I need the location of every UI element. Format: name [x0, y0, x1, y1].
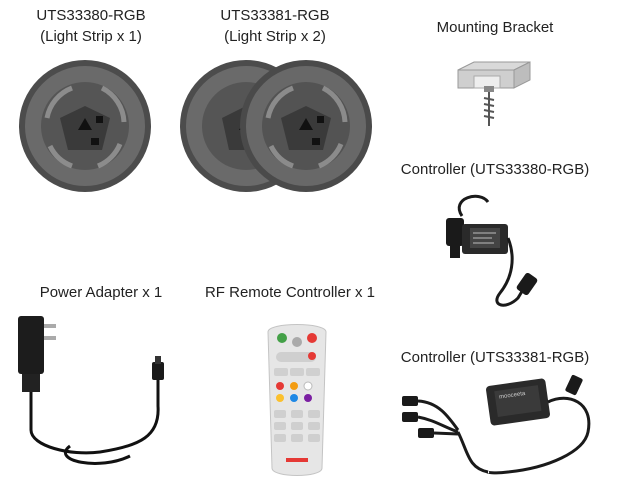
light-strip-reel-1: [19, 60, 151, 192]
controller2-image: mooceeta: [402, 374, 591, 475]
controller1-label: Controller (UTS33380-RGB): [400, 161, 590, 178]
reel-front: [240, 60, 372, 192]
strip2-qty-label: (Light Strip x 2): [224, 28, 326, 45]
bracket-label: Mounting Bracket: [436, 19, 554, 36]
strip2-model-label: UTS33381-RGB: [220, 7, 330, 24]
remote-label: RF Remote Controller x 1: [204, 284, 376, 301]
rf-remote-image: [267, 324, 327, 476]
controller2-brand-text: mooceeta: [499, 391, 527, 401]
light-strip-reel-pair: [180, 60, 372, 192]
power-adapter-image: [18, 316, 164, 465]
adapter-label: Power Adapter x 1: [39, 284, 163, 301]
strip1-model-label: UTS33380-RGB: [36, 7, 146, 24]
controller1-image: [446, 194, 538, 307]
strip1-qty-label: (Light Strip x 1): [40, 28, 142, 45]
controller2-label: Controller (UTS33381-RGB): [400, 349, 590, 366]
mounting-bracket-image: [457, 61, 531, 126]
